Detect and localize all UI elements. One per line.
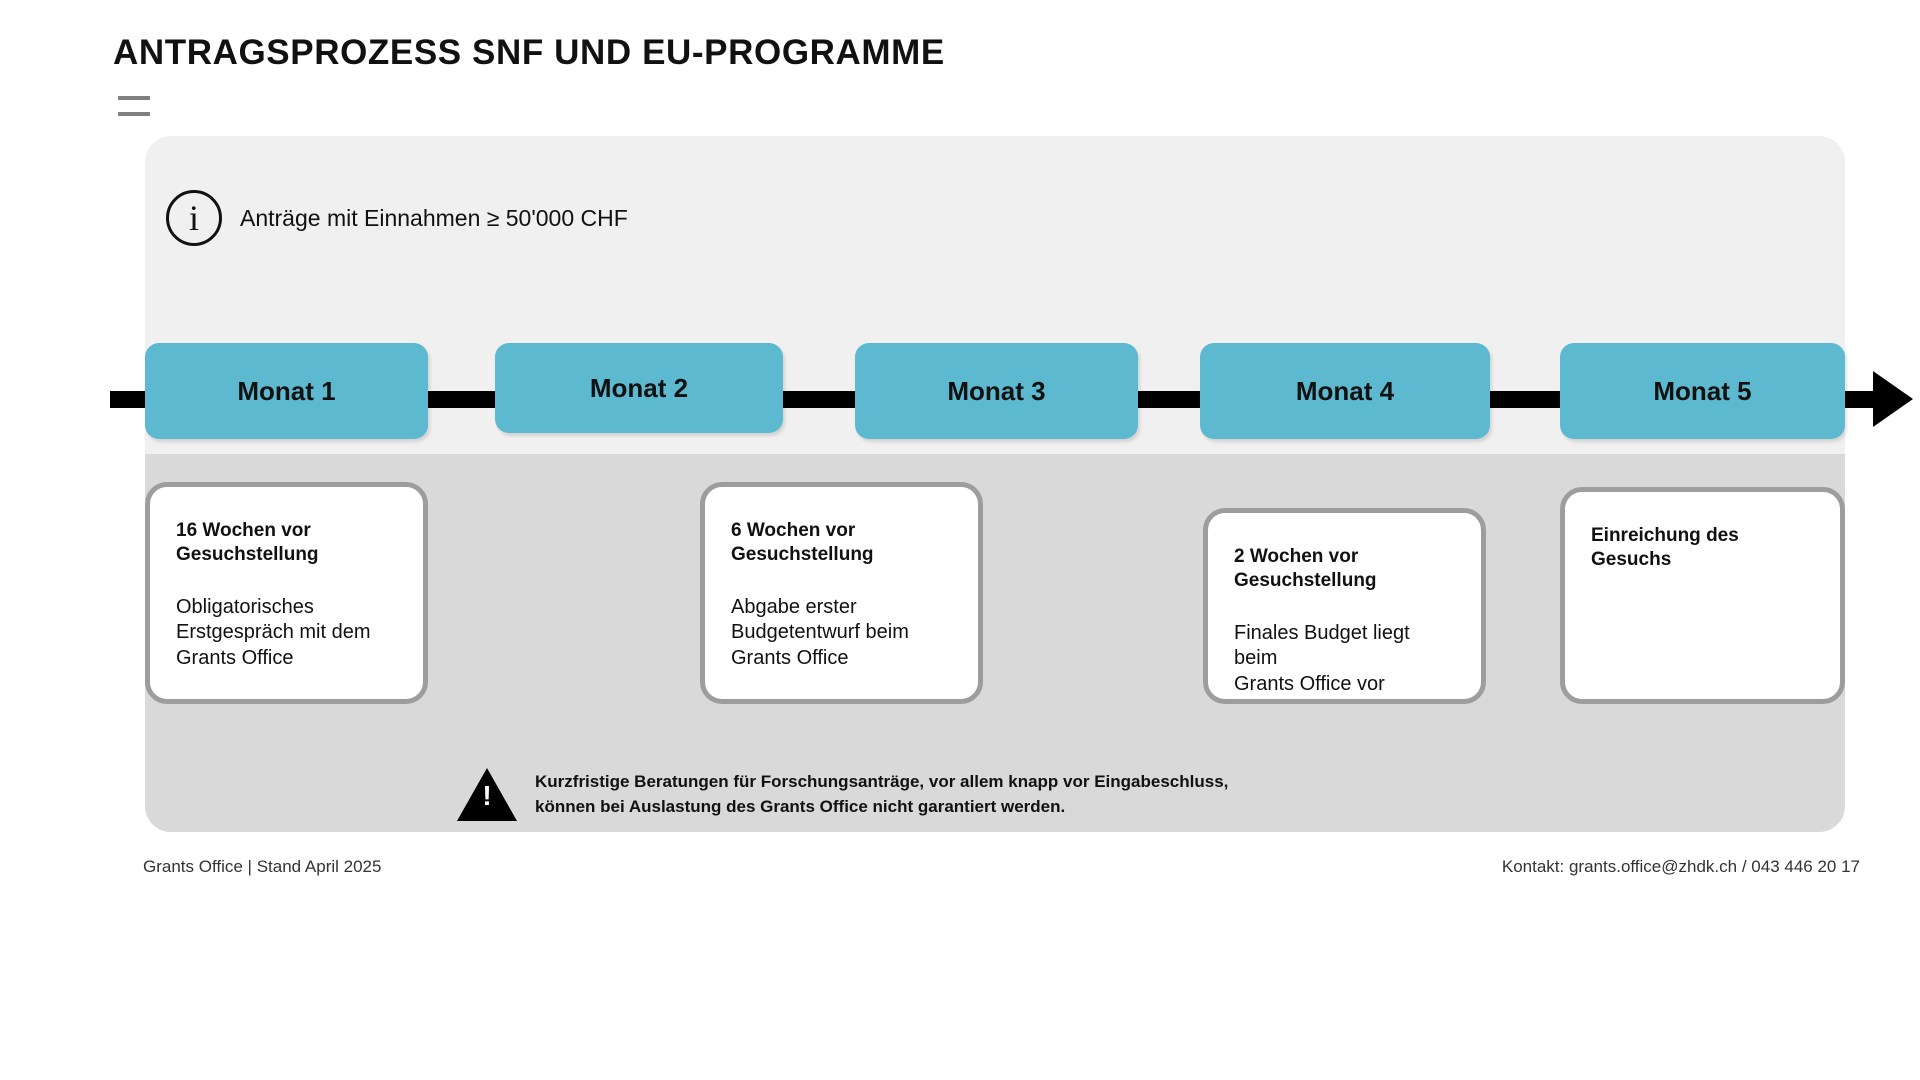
detail-card-heading: 16 Wochen vor Gesuchstellung xyxy=(176,520,319,566)
title-mark-2 xyxy=(118,112,150,116)
detail-card-body: Finales Budget liegt beim Grants Office … xyxy=(1234,621,1410,695)
timeline-month-label: Monat 3 xyxy=(947,375,1046,406)
timeline-month-label: Monat 5 xyxy=(1653,375,1752,406)
warning-note-text: Kurzfristige Beratungen für Forschungsan… xyxy=(535,771,1229,816)
timeline-month-box-5: Monat 5 xyxy=(1560,343,1845,439)
timeline-month-box-2: Monat 2 xyxy=(495,343,783,433)
page-title: ANTRAGSPROZESS SNF UND EU-PROGRAMME xyxy=(113,33,945,72)
timeline-month-label: Monat 2 xyxy=(589,372,689,403)
detail-card-body: Obligatorisches Erstgespräch mit dem Gra… xyxy=(176,595,371,669)
footer-source: Grants Office | Stand April 2025 xyxy=(143,857,382,876)
warning-triangle-icon xyxy=(457,768,517,821)
detail-card-heading: Einreichung des Gesuchs xyxy=(1591,525,1739,571)
timeline-month-box-4: Monat 4 xyxy=(1200,343,1490,439)
title-mark-1 xyxy=(118,96,150,100)
timeline-month-label: Monat 4 xyxy=(1295,375,1395,406)
info-note-text: Anträge mit Einnahmen ≥ 50'000 CHF xyxy=(240,204,628,231)
detail-card-4: Einreichung des Gesuchs xyxy=(1560,487,1845,704)
right-arrow-icon xyxy=(1873,371,1913,427)
detail-card-heading: 6 Wochen vor Gesuchstellung xyxy=(731,520,874,566)
title-underline-marks xyxy=(118,96,158,116)
warning-note: Kurzfristige Beratungen für Forschungsan… xyxy=(457,768,1228,821)
timeline-month-label: Monat 1 xyxy=(237,375,336,406)
footer-contact: Kontakt: grants.office@zhdk.ch / 043 446… xyxy=(1501,857,1860,876)
detail-card-heading: 2 Wochen vor Gesuchstellung xyxy=(1234,546,1377,592)
timeline-month-box-1: Monat 1 xyxy=(145,343,428,439)
detail-card-body: Abgabe erster Budgetentwurf beim Grants … xyxy=(731,595,909,669)
info-circle-icon: i xyxy=(166,190,222,246)
timeline-month-box-3: Monat 3 xyxy=(855,343,1138,439)
info-note: i Anträge mit Einnahmen ≥ 50'000 CHF xyxy=(166,190,628,246)
